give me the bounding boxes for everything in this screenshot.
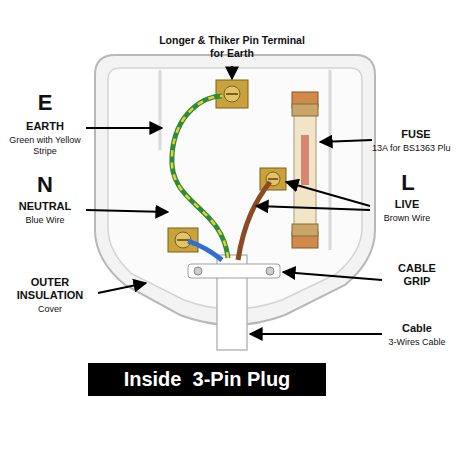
wire-colour: Brown Wire: [372, 213, 442, 224]
terminal-letter: L: [378, 170, 438, 196]
part-name: FUSE: [376, 128, 456, 141]
neutral-wire: [188, 241, 222, 260]
cable-grip: [188, 264, 280, 278]
earth-pin-note: Longer & Thiker Pin Terminal for Earth: [157, 34, 307, 59]
wire-name: LIVE: [372, 198, 442, 211]
part-name: CABLE GRIP: [386, 262, 448, 288]
part-name: Cable: [386, 322, 448, 335]
part-note: 13A for BS1363 Plu: [372, 143, 464, 154]
earth-wire: [172, 96, 228, 258]
part-note: Cover: [4, 304, 96, 315]
neutral-terminal: [168, 228, 198, 252]
wire-colour: Blue Wire: [10, 215, 80, 226]
title-banner: Inside 3-Pin Plug: [88, 363, 326, 396]
wire-name: NEUTRAL: [10, 200, 80, 213]
fuse: [292, 92, 318, 248]
plug-cavity: [108, 68, 362, 309]
live-wire: [238, 182, 270, 260]
leader-lines: [86, 66, 382, 334]
earth-stripe: [172, 96, 228, 258]
terminal-letter: N: [25, 172, 65, 198]
part-name: OUTER INSULATION: [4, 276, 96, 302]
terminal-letter: E: [25, 90, 65, 116]
partition: [159, 70, 162, 150]
wire-colour: Green with Yellow Stripe: [8, 135, 82, 157]
partition: [329, 70, 332, 250]
wire-name: EARTH: [10, 120, 80, 133]
part-note: 3-Wires Cable: [372, 337, 462, 348]
